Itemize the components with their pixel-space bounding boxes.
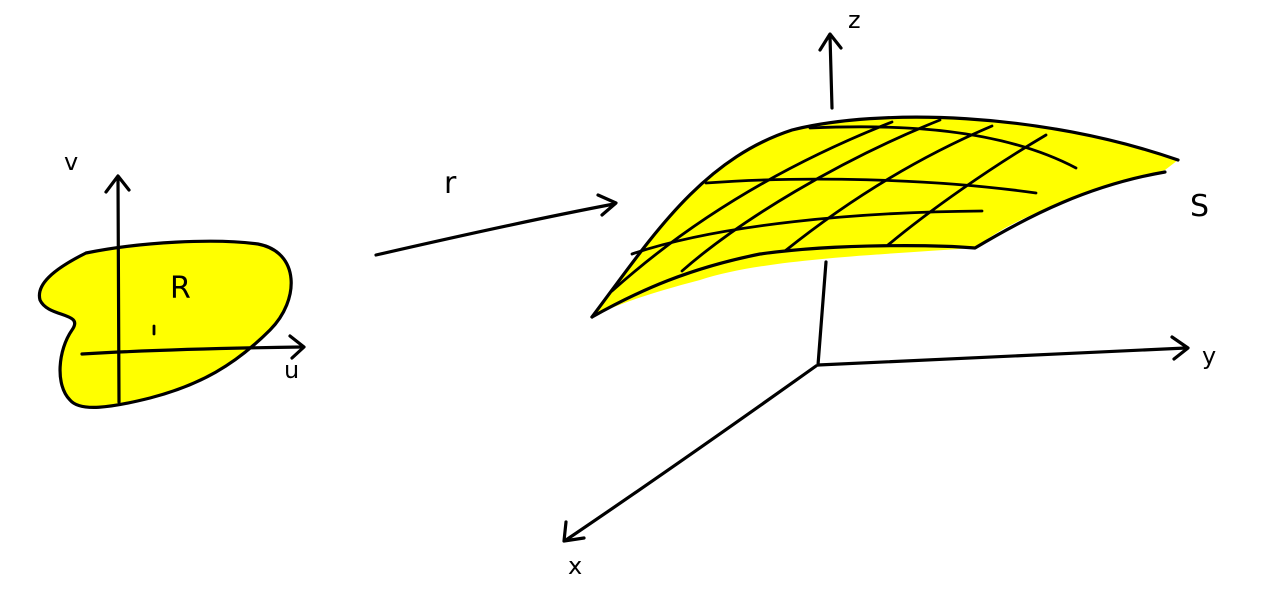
u-axis: [80, 345, 304, 356]
mapping-arrow: [374, 202, 616, 257]
surface-grid-line: [680, 118, 942, 273]
mapping-r: r: [374, 166, 618, 257]
z-axis-label: z: [848, 6, 861, 34]
surface-grid-line: [704, 177, 1038, 195]
region-label: R: [170, 271, 191, 306]
z-axis-arrowhead: [818, 32, 843, 52]
mapping-label: r: [444, 166, 457, 201]
surface-s-fill: [592, 117, 1178, 318]
z-axis-lower: [816, 260, 828, 367]
z-axis: [828, 34, 834, 110]
surface-label: S: [1190, 189, 1209, 224]
surface-bottom-edge: [590, 170, 1167, 319]
v-axis-label: v: [64, 148, 78, 176]
surface-grid-line: [886, 133, 1048, 247]
u-axis-arrowhead: [288, 334, 306, 360]
v-axis: [116, 176, 121, 404]
mapping-arrowhead: [596, 193, 618, 217]
surface-grid-line: [783, 124, 994, 253]
surface-top-edge: [590, 115, 1180, 319]
x-axis-arrowhead: [562, 520, 586, 543]
y-axis-label: y: [1202, 342, 1216, 370]
y-axis-arrowhead: [1170, 335, 1190, 361]
region-r-boundary: [37, 239, 293, 409]
uv-domain: v u R: [37, 148, 306, 409]
u-axis-label: u: [284, 356, 299, 384]
y-axis: [816, 346, 1188, 367]
region-r-fill: [39, 241, 292, 408]
x-axis: [564, 364, 818, 542]
surface-grid-line: [808, 125, 1078, 170]
v-axis-arrowhead: [104, 174, 131, 194]
surface-grid-line: [610, 120, 894, 293]
xyz-space: z S y x: [562, 6, 1216, 580]
x-axis-label: x: [568, 552, 582, 580]
